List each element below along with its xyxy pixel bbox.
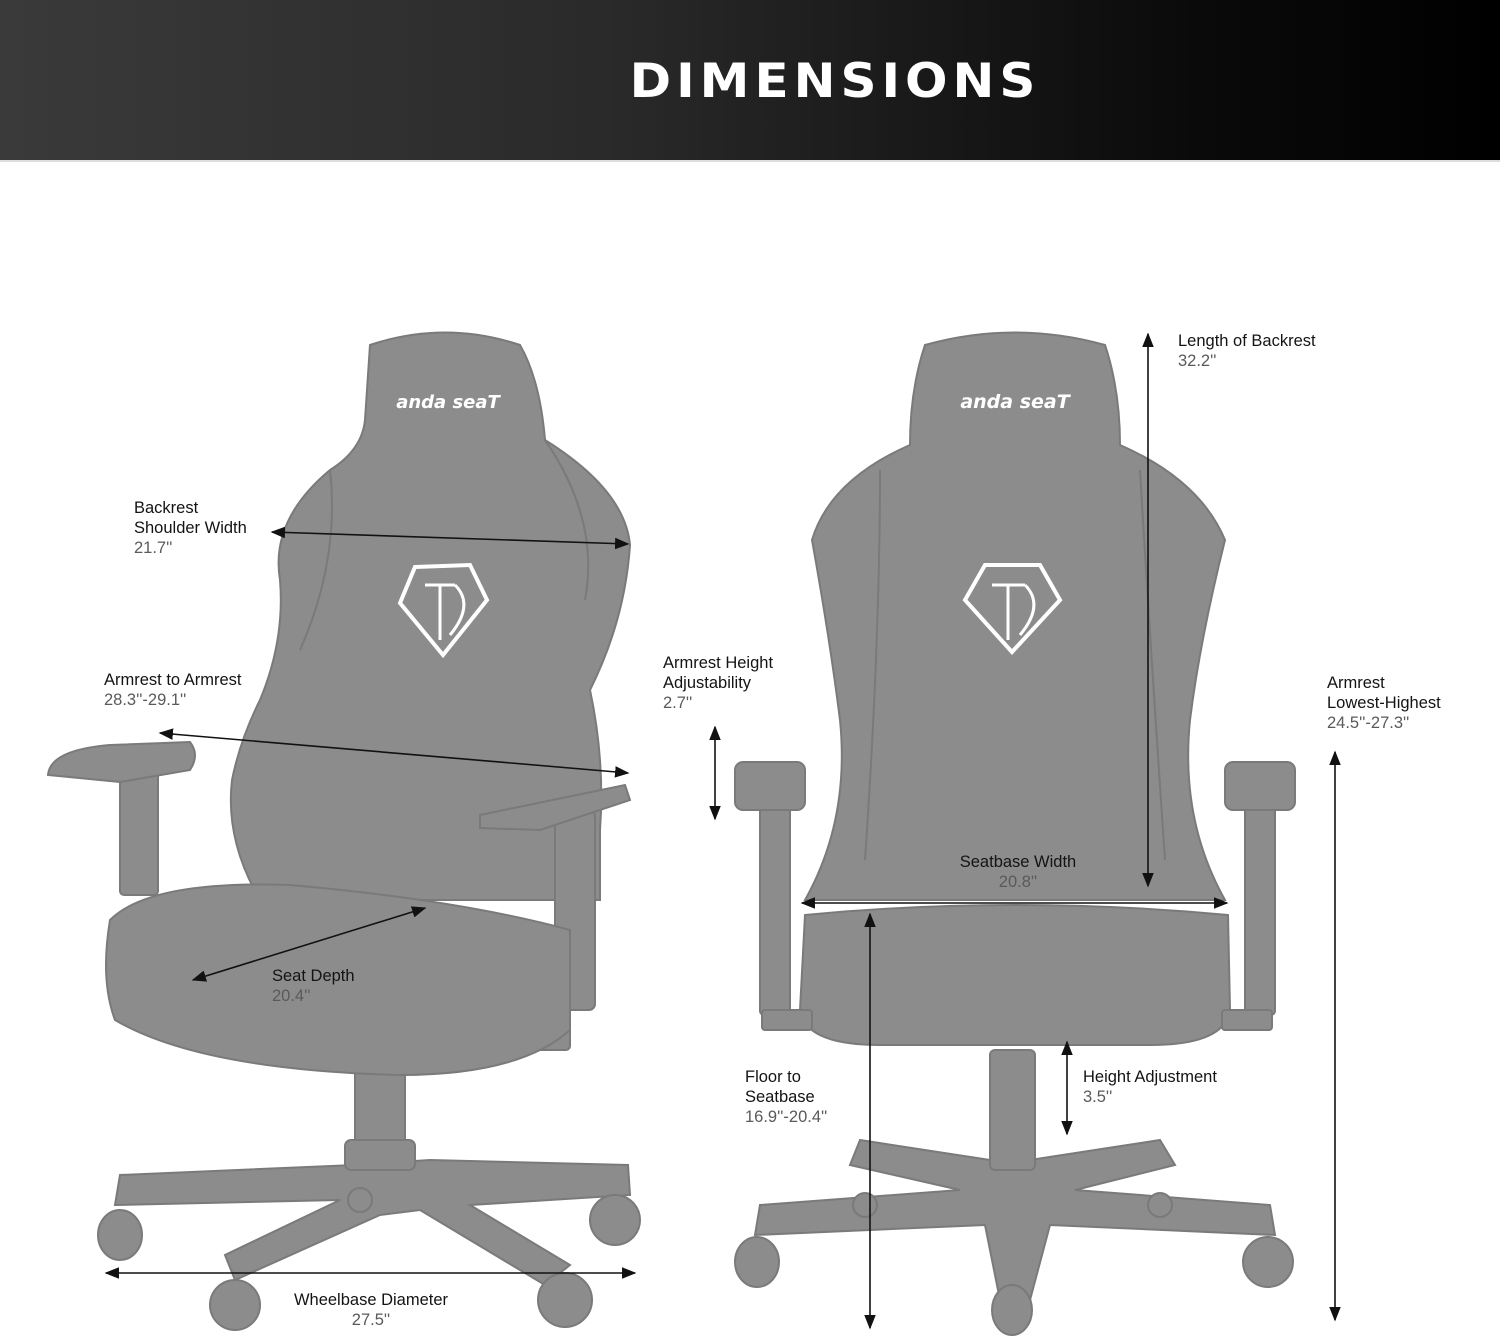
brand-logo-wordmark: anda seaT <box>396 392 501 413</box>
chair-base <box>113 1158 632 1287</box>
divider <box>0 160 1500 162</box>
label-height-adjustment: Height Adjustment 3.5'' <box>1083 1067 1217 1107</box>
armrest-pad <box>734 761 806 811</box>
label-line: Seat Depth <box>272 967 355 985</box>
label-seat-depth: Seat Depth 20.4'' <box>272 966 355 1006</box>
dimension-value: 2.7'' <box>663 694 693 712</box>
dimension-value: 32.2'' <box>1178 352 1217 370</box>
dimension-value: 21.7'' <box>134 539 173 557</box>
chair-three-quarter-view <box>46 331 641 1331</box>
label-line: Floor to <box>745 1068 801 1086</box>
dimension-value: 3.5'' <box>1083 1088 1113 1106</box>
header-banner: DIMENSIONS <box>0 0 1500 160</box>
label-line: Adjustability <box>663 674 752 692</box>
dimension-value: 24.5''-27.3'' <box>1327 714 1410 732</box>
label-armrest-to-armrest: Armrest to Armrest 28.3''-29.1'' <box>104 670 242 710</box>
label-wheelbase: Wheelbase Diameter 27.5'' <box>271 1290 471 1330</box>
label-floor-to-seatbase: Floor to Seatbase 16.9''-20.4'' <box>745 1067 827 1127</box>
label-line: Lowest-Highest <box>1327 694 1441 712</box>
label-line: Seatbase Width <box>959 853 1077 871</box>
brand-logo-wordmark: anda seaT <box>960 391 1071 413</box>
dimension-value: 20.4'' <box>272 987 311 1005</box>
chair-front-view <box>734 331 1296 1336</box>
label-backrest-length: Length of Backrest 32.2'' <box>1178 331 1316 371</box>
label-line: Armrest <box>1327 674 1385 692</box>
label-line: Height Adjustment <box>1083 1068 1217 1086</box>
label-line: Backrest <box>134 499 199 517</box>
label-line: Wheelbase Diameter <box>293 1291 449 1309</box>
dimension-value: 20.8'' <box>998 873 1038 891</box>
dimension-value: 27.5'' <box>351 1311 391 1329</box>
label-line: Shoulder Width <box>134 519 247 537</box>
page-title: DIMENSIONS <box>629 53 1041 109</box>
gas-cylinder <box>989 1049 1036 1171</box>
armrest-pad <box>46 740 196 784</box>
label-line: Seatbase <box>745 1088 815 1106</box>
label-line: Armrest Height <box>663 654 774 672</box>
seat-cushion <box>798 904 1232 1046</box>
armrest-pad <box>1224 761 1296 811</box>
dimension-value: 28.3''-29.1'' <box>104 691 187 709</box>
label-line: Armrest to Armrest <box>104 671 242 689</box>
caster-wheels <box>97 1187 641 1331</box>
label-armrest-height-adjust: Armrest Height Adjustability 2.7'' <box>663 653 773 713</box>
backrest <box>803 331 1227 901</box>
label-line: Length of Backrest <box>1178 332 1316 350</box>
label-shoulder-width: Backrest Shoulder Width 21.7'' <box>134 498 247 558</box>
dimension-arrows <box>104 332 1341 1330</box>
arrow-shoulder-width <box>270 526 630 550</box>
arrow-seat-depth <box>191 906 427 982</box>
brand-emblem-icon <box>962 563 1063 655</box>
label-armrest-lowest-highest: Armrest Lowest-Highest 24.5''-27.3'' <box>1327 673 1441 733</box>
arrow-armrest-to-armrest <box>158 728 630 778</box>
label-seatbase-width: Seatbase Width 20.8'' <box>918 852 1118 892</box>
caster-wheels <box>734 1192 1294 1336</box>
brand-emblem-icon <box>397 562 490 659</box>
dimension-value: 16.9''-20.4'' <box>745 1108 828 1126</box>
